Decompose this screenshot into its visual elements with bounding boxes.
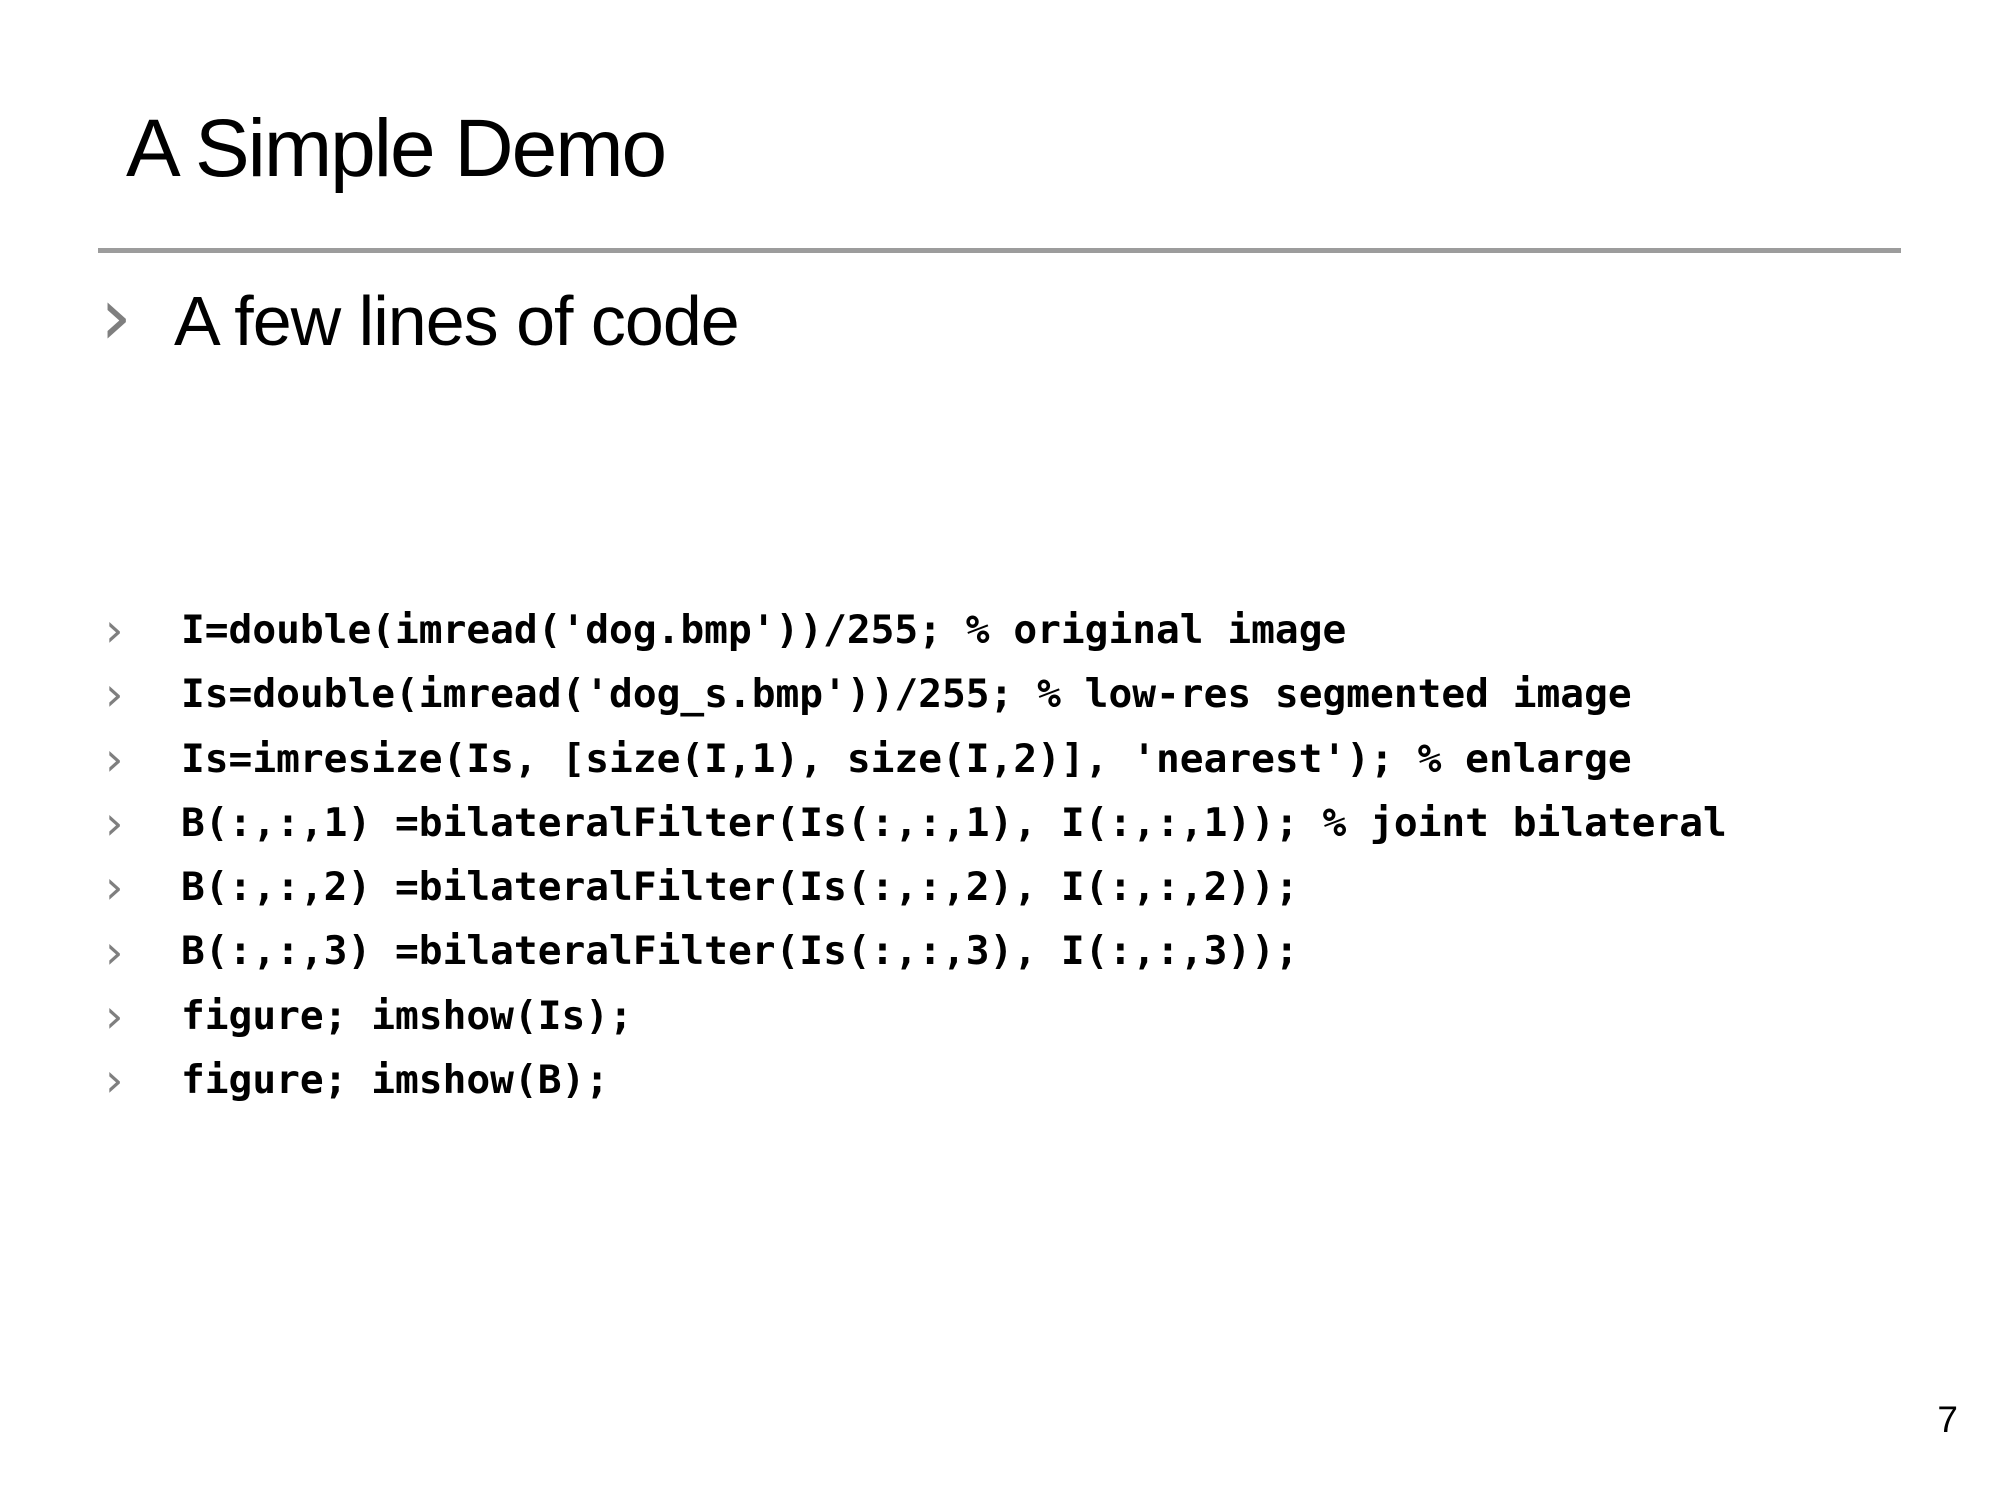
code-line-text: B(:,:,2) =bilateralFilter(Is(:,:,2), I(:… xyxy=(181,864,1299,911)
chevron-bullet-icon: › xyxy=(105,796,124,851)
code-line: › I=double(imread('dog.bmp'))/255; % orig… xyxy=(103,598,1960,662)
title-divider xyxy=(98,248,1901,253)
code-line-text: figure; imshow(Is); xyxy=(181,992,633,1039)
code-line: › figure; imshow(B); xyxy=(103,1048,1960,1112)
slide-title: A Simple Demo xyxy=(126,103,667,194)
chevron-bullet-icon: › xyxy=(105,667,124,722)
page-number: 7 xyxy=(1937,1399,1958,1440)
chevron-bullet-icon: › xyxy=(105,731,124,786)
code-line: › Is=imresize(Is, [size(I,1), size(I,2)],… xyxy=(103,727,1960,791)
code-line-text: figure; imshow(B); xyxy=(181,1057,610,1104)
code-line: › B(:,:,2) =bilateralFilter(Is(:,:,2), I(… xyxy=(103,855,1960,919)
section-label: A few lines of code xyxy=(174,282,740,360)
chevron-bullet-icon: › xyxy=(105,988,124,1043)
code-line-text: B(:,:,1) =bilateralFilter(Is(:,:,1), I(:… xyxy=(181,799,1727,846)
code-line-text: Is=imresize(Is, [size(I,1), size(I,2)], … xyxy=(181,735,1632,782)
code-line-text: I=double(imread('dog.bmp'))/255; % origi… xyxy=(181,607,1347,653)
chevron-bullet-icon: › xyxy=(105,1053,124,1108)
code-line: › figure; imshow(Is); xyxy=(103,984,1960,1048)
chevron-bullet-icon: › xyxy=(100,270,132,363)
code-line: › B(:,:,1) =bilateralFilter(Is(:,:,1), I(… xyxy=(103,791,1960,855)
chevron-bullet-icon: › xyxy=(105,603,124,658)
code-line-text: Is=double(imread('dog_s.bmp'))/255; % lo… xyxy=(181,671,1632,718)
code-list: › I=double(imread('dog.bmp'))/255; % orig… xyxy=(103,598,1960,1112)
code-line: › B(:,:,3) =bilateralFilter(Is(:,:,3), I(… xyxy=(103,919,1960,983)
code-line: › Is=double(imread('dog_s.bmp'))/255; % l… xyxy=(103,662,1960,726)
chevron-bullet-icon: › xyxy=(105,924,124,979)
chevron-bullet-icon: › xyxy=(105,860,124,915)
code-line-text: B(:,:,3) =bilateralFilter(Is(:,:,3), I(:… xyxy=(181,928,1299,975)
